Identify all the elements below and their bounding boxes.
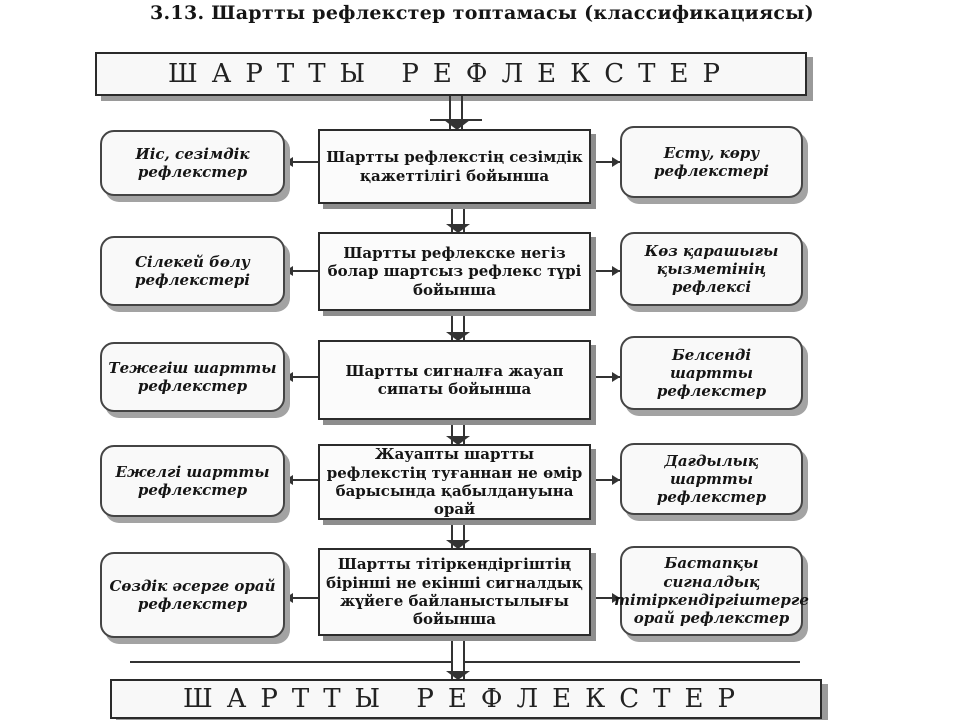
row-1-right-box: Есту, көру рефлекстері	[620, 126, 803, 198]
row-3-left-box: Тежегіш шартты рефлекстер	[100, 342, 285, 412]
row-4-center-box: Жауапты шартты рефлекстің туғаннан не өм…	[318, 444, 591, 520]
row-2-right-box: Көз қарашығы қызметінің рефлексі	[620, 232, 803, 306]
row-4-right-box: Дағдылық шартты рефлекстер	[620, 443, 803, 515]
row-3-right-box: Белсенді шартты рефлекстер	[620, 336, 803, 410]
row-1-center-box: Шартты рефлекстің сезімдік қажеттілігі б…	[318, 129, 591, 204]
row-1-left-box: Иіс, сезімдік рефлекстер	[100, 130, 285, 196]
row-2-center-box: Шартты рефлекске негіз болар шартсыз реф…	[318, 232, 591, 311]
top-banner: ШАРТТЫ РЕФЛЕКСТЕР	[95, 52, 807, 96]
row-5-right-box: Бастапқы сигналдық тітіркендіргіштерге о…	[614, 546, 809, 636]
diagram-title: 3.13. Шартты рефлекстер топтамасы (класс…	[150, 2, 814, 24]
bottom-banner: ШАРТТЫ РЕФЛЕКСТЕР	[110, 679, 822, 719]
row-5-center-box: Шартты тітіркендіргіштің бірінші не екін…	[318, 548, 591, 636]
row-2-left-box: Сілекей бөлу рефлекстері	[100, 236, 285, 306]
row-3-center-box: Шартты сигналға жауап сипаты бойынша	[318, 340, 591, 420]
row-4-left-box: Ежелгі шартты рефлекстер	[100, 445, 285, 517]
row-5-left-box: Сөздік әсерге орай рефлекстер	[100, 552, 285, 638]
